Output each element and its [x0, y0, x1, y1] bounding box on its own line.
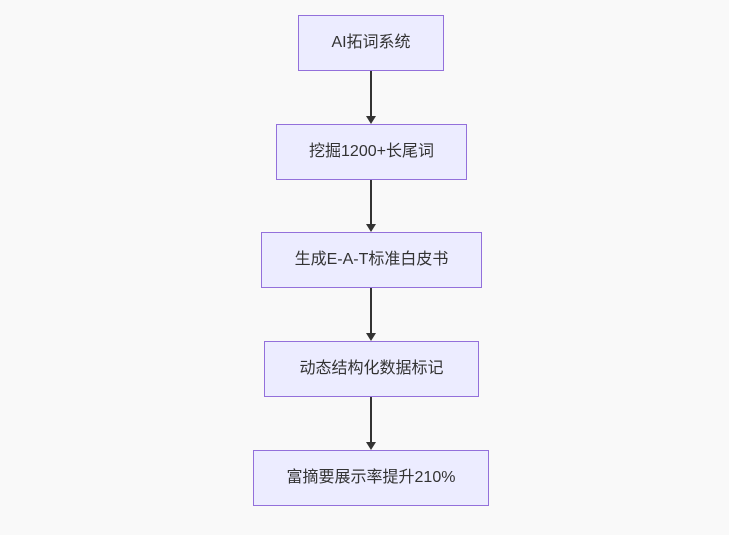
arrowhead-down-icon: [366, 333, 376, 341]
flow-arrow-1: [365, 71, 377, 124]
arrowhead-down-icon: [366, 116, 376, 124]
flowchart-node-ai-word-expansion-system: AI拓词系统: [298, 15, 444, 71]
flowchart-node-rich-snippet-rate-increase: 富摘要展示率提升210%: [253, 450, 489, 506]
arrowhead-down-icon: [366, 442, 376, 450]
node-label: 挖掘1200+长尾词: [309, 143, 434, 161]
node-label: 生成E-A-T标准白皮书: [294, 251, 449, 269]
arrow-line: [370, 71, 372, 116]
arrow-line: [370, 397, 372, 442]
arrow-line: [370, 180, 372, 224]
flow-arrow-4: [365, 397, 377, 450]
arrowhead-down-icon: [366, 224, 376, 232]
arrow-line: [370, 288, 372, 333]
flowchart-node-dynamic-structured-data-markup: 动态结构化数据标记: [264, 341, 479, 397]
flowchart-node-longtail-keyword-mining: 挖掘1200+长尾词: [276, 124, 467, 180]
flow-arrow-2: [365, 180, 377, 232]
node-label: 动态结构化数据标记: [299, 360, 444, 378]
node-label: AI拓词系统: [331, 34, 411, 52]
flow-arrow-3: [365, 288, 377, 341]
flowchart-node-eat-whitepaper-generation: 生成E-A-T标准白皮书: [261, 232, 482, 288]
node-label: 富摘要展示率提升210%: [286, 469, 456, 487]
